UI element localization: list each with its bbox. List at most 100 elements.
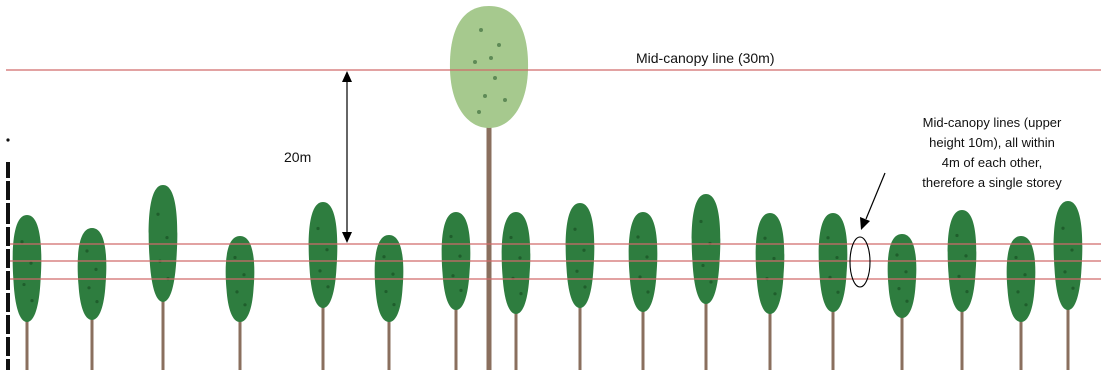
tree-icon bbox=[629, 212, 658, 312]
annotation-line: Mid-canopy lines (upper bbox=[880, 113, 1101, 133]
crown-dot bbox=[519, 292, 522, 295]
scale-tick bbox=[6, 290, 10, 293]
scale-tick bbox=[6, 224, 10, 227]
crown-dot bbox=[904, 270, 907, 273]
crown-dot bbox=[156, 213, 159, 216]
crown-dot bbox=[1016, 290, 1019, 293]
tree-icon bbox=[309, 202, 338, 308]
crown-dot bbox=[1014, 256, 1017, 259]
crown-dot bbox=[95, 300, 98, 303]
crown-dot bbox=[835, 256, 838, 259]
crown-dot bbox=[243, 303, 246, 306]
crown-dot bbox=[459, 289, 462, 292]
tree-icon bbox=[888, 234, 917, 318]
mid-canopy-line-label: Mid-canopy line (30m) bbox=[636, 50, 775, 66]
annotation-line: height 10m), all within bbox=[880, 133, 1101, 153]
crown-dot bbox=[965, 290, 968, 293]
crown-dot bbox=[20, 240, 23, 243]
crown-dot bbox=[85, 249, 88, 252]
crown-dot bbox=[233, 256, 236, 259]
height-difference-label: 20m bbox=[284, 149, 311, 165]
crown-dot bbox=[772, 257, 775, 260]
crown-dot bbox=[384, 290, 387, 293]
crown-dot bbox=[709, 280, 712, 283]
crown-dot bbox=[955, 234, 958, 237]
crown-dot bbox=[1071, 287, 1074, 290]
crown-dot bbox=[645, 255, 648, 258]
scale-tick bbox=[6, 356, 10, 359]
crown-dot bbox=[503, 98, 507, 102]
scale-tick bbox=[6, 268, 10, 271]
crown-dot bbox=[826, 236, 829, 239]
crown-dot bbox=[316, 227, 319, 230]
scale-tick bbox=[6, 246, 10, 249]
crown-dot bbox=[458, 255, 461, 258]
crown-dot bbox=[489, 56, 493, 60]
tree-icon bbox=[756, 213, 785, 314]
tree-icon bbox=[819, 213, 848, 312]
crown-dot bbox=[646, 290, 649, 293]
annotation-line: 4m of each other, bbox=[880, 153, 1101, 173]
tree-icon bbox=[78, 228, 107, 320]
tree-icon bbox=[13, 215, 42, 322]
crown-dot bbox=[22, 283, 25, 286]
crown-dot bbox=[325, 248, 328, 251]
crown-dot bbox=[573, 228, 576, 231]
crown-dot bbox=[638, 275, 641, 278]
crown-dot bbox=[242, 273, 245, 276]
crown-dot bbox=[493, 76, 497, 80]
crown-dot bbox=[509, 236, 512, 239]
crown-dot bbox=[701, 264, 704, 267]
crown-dot bbox=[1070, 248, 1073, 251]
crown-dot bbox=[391, 273, 394, 276]
crown-dot bbox=[583, 285, 586, 288]
scale-dot bbox=[6, 138, 9, 141]
crown-dot bbox=[897, 287, 900, 290]
crown-dot bbox=[477, 110, 481, 114]
crown-dot bbox=[636, 235, 639, 238]
crown-dot bbox=[575, 270, 578, 273]
tree-icon bbox=[1054, 201, 1083, 310]
crown-dot bbox=[382, 255, 385, 258]
crown-dot bbox=[30, 299, 33, 302]
crown-dot bbox=[483, 94, 487, 98]
crown-dot bbox=[497, 43, 501, 47]
annotation-marks bbox=[342, 71, 885, 287]
scale-tick bbox=[6, 200, 10, 203]
crown-dot bbox=[1061, 227, 1064, 230]
crown-dot bbox=[895, 253, 898, 256]
arrow-head bbox=[860, 217, 870, 230]
single-storey-annotation: Mid-canopy lines (upper height 10m), all… bbox=[880, 113, 1101, 193]
scale-tick bbox=[6, 334, 10, 337]
crown-dot bbox=[479, 28, 483, 32]
crown-dot bbox=[392, 303, 395, 306]
crown-dot bbox=[87, 286, 90, 289]
crown-dot bbox=[318, 269, 321, 272]
scale-bar bbox=[6, 162, 10, 370]
crown-dot bbox=[836, 291, 839, 294]
crown-dot bbox=[1023, 273, 1026, 276]
crown-dot bbox=[518, 256, 521, 259]
crown-dot bbox=[964, 254, 967, 257]
scale-tick bbox=[6, 312, 10, 315]
arrow-head-up bbox=[342, 71, 352, 82]
crown-dot bbox=[235, 290, 238, 293]
crown-dot bbox=[165, 236, 168, 239]
crown-dot bbox=[763, 237, 766, 240]
crown-dot bbox=[326, 285, 329, 288]
emergent-tree-icon bbox=[450, 6, 528, 128]
crown-dot bbox=[1063, 270, 1066, 273]
tree-icon bbox=[502, 212, 531, 314]
crown-dot bbox=[773, 292, 776, 295]
crown-dot bbox=[1024, 303, 1027, 306]
crown-dot bbox=[473, 60, 477, 64]
crown-dot bbox=[94, 268, 97, 271]
crown-dot bbox=[957, 275, 960, 278]
crown-dot bbox=[451, 274, 454, 277]
annotation-line: therefore a single storey bbox=[880, 173, 1101, 193]
tree-icon bbox=[692, 194, 721, 304]
crown-dot bbox=[29, 262, 32, 265]
scale-bar bbox=[6, 138, 10, 370]
scale-tick bbox=[6, 178, 10, 181]
tree-icon bbox=[566, 203, 595, 308]
